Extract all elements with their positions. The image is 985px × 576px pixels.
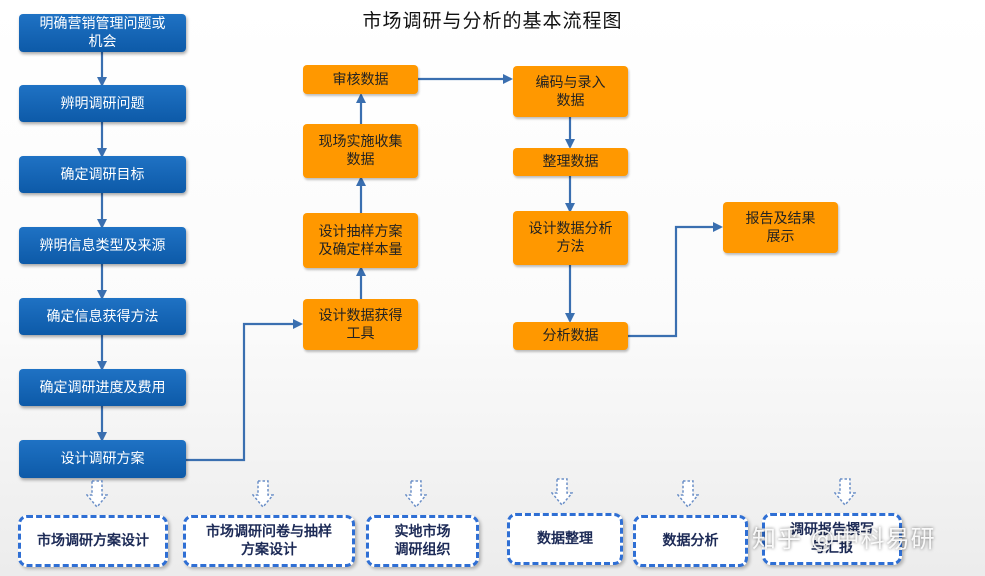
hollow-down-arrow-icon (677, 480, 699, 508)
hollow-down-arrow-icon (405, 480, 427, 508)
step-identify-research-problem: 辨明调研问题 (19, 85, 186, 122)
step-identify-marketing-problem: 明确营销管理问题或 机会 (19, 14, 186, 52)
step-set-research-objectives: 确定调研目标 (19, 156, 186, 193)
hollow-down-arrow-icon (551, 478, 573, 506)
step-choose-info-method: 确定信息获得方法 (19, 298, 186, 335)
step-design-research-plan: 设计调研方案 (19, 440, 186, 478)
step-schedule-and-budget: 确定调研进度及费用 (19, 369, 186, 406)
step-design-sampling: 设计抽样方案 及确定样本量 (303, 213, 418, 268)
stage-data-analysis: 数据分析 (633, 515, 748, 567)
arrow-analysis-to-report (628, 222, 723, 338)
stage-report-writing: 调研报告撰写 与汇报 (762, 513, 902, 565)
arrow-plan-to-tool (186, 319, 303, 462)
hollow-down-arrow-icon (86, 480, 108, 508)
step-design-analysis-method: 设计数据分析 方法 (513, 211, 628, 265)
step-report-and-present: 报告及结果 展示 (723, 202, 838, 253)
watermark: 知乎 @中科易研 (752, 525, 936, 553)
diagram-title: 市场调研与分析的基本流程图 (362, 10, 623, 32)
stage-field-research-organization: 实地市场 调研组织 (366, 515, 479, 567)
stage-questionnaire-sampling-design: 市场调研问卷与抽样 方案设计 (183, 515, 355, 567)
step-code-and-enter-data: 编码与录入 数据 (513, 66, 628, 117)
step-analyze-data: 分析数据 (513, 322, 628, 350)
step-organize-data: 整理数据 (513, 148, 628, 176)
stage-data-organization: 数据整理 (507, 513, 623, 565)
stage-research-plan-design: 市场调研方案设计 (18, 515, 168, 567)
step-review-data: 审核数据 (303, 65, 418, 94)
hollow-down-arrow-icon (252, 480, 274, 508)
hollow-down-arrow-icon (834, 478, 856, 506)
step-field-data-collection: 现场实施收集 数据 (303, 124, 418, 178)
step-identify-info-type-source: 辨明信息类型及来源 (19, 227, 186, 264)
step-design-data-tool: 设计数据获得 工具 (303, 299, 418, 350)
